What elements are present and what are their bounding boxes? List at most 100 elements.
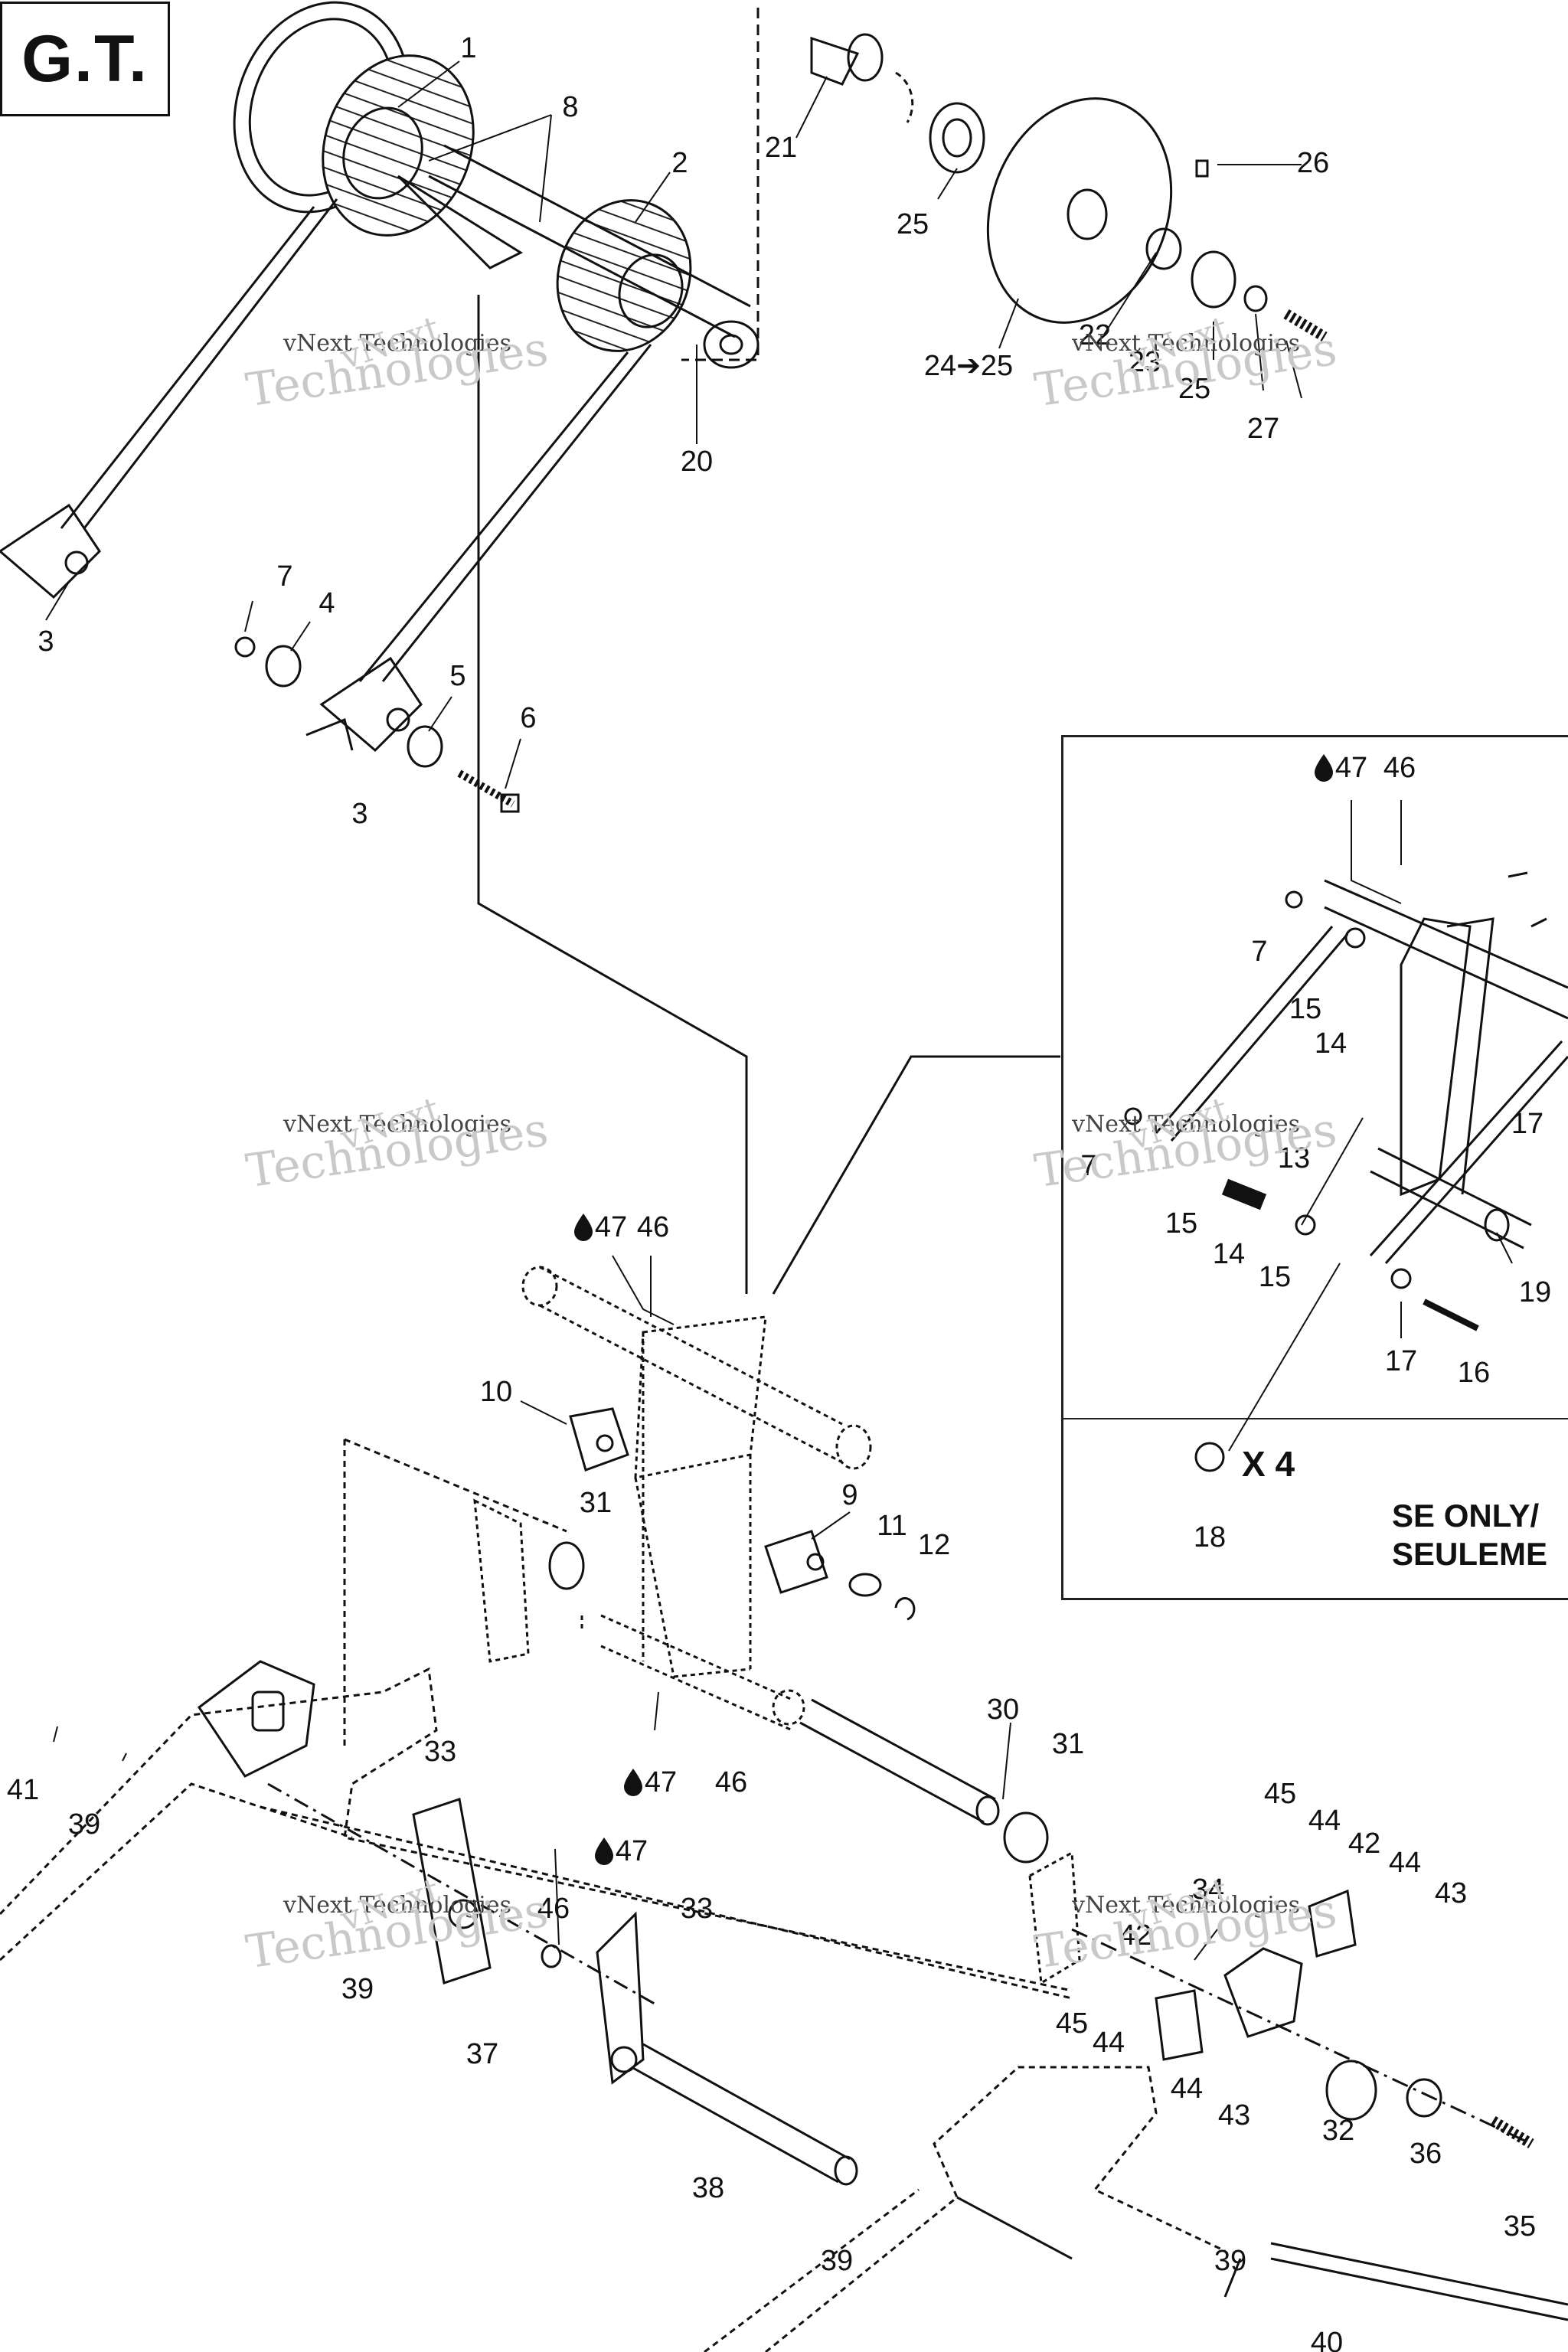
center-swing-arm	[521, 1266, 872, 1732]
callout-c3a: 3	[38, 626, 54, 658]
callout-c34: 34	[1192, 1873, 1224, 1906]
lubricant-drop-icon	[574, 1214, 593, 1241]
lubricant-drop-icon	[1315, 754, 1333, 782]
callout-c16: 16	[1458, 1357, 1490, 1389]
callout-c46c: 46	[715, 1766, 747, 1798]
callout-c39d: 39	[1214, 2245, 1246, 2277]
callout-c41: 41	[7, 1774, 39, 1806]
callout-c4: 4	[318, 587, 335, 619]
callout-c19: 19	[1519, 1276, 1551, 1308]
spring-rods	[0, 198, 652, 753]
callout-c15a: 15	[1289, 993, 1321, 1025]
cross-shaft-38	[631, 2043, 858, 2186]
callout-c5: 5	[449, 660, 466, 692]
callout-c44a: 44	[1308, 1805, 1341, 1837]
callout-c25b: 25	[1178, 373, 1210, 405]
callout-c44c: 44	[1093, 2027, 1125, 2059]
callout-c43b: 43	[1218, 2099, 1250, 2132]
callout-c47c: 47	[645, 1766, 677, 1798]
callout-c9: 9	[841, 1479, 858, 1511]
callout-c35: 35	[1504, 2210, 1536, 2243]
callout-c6: 6	[520, 702, 536, 734]
callout-c13: 13	[1278, 1142, 1310, 1174]
inset-divider	[1061, 1418, 1568, 1419]
callout-c27: 27	[1247, 413, 1279, 445]
se-only-note: SE ONLY/ SEULEME	[1392, 1497, 1547, 1573]
callout-c39b: 39	[341, 1973, 374, 2005]
callout-c25a: 25	[897, 208, 929, 240]
callout-c33b: 33	[681, 1893, 713, 1925]
callout-c33a: 33	[424, 1736, 456, 1768]
callout-c39c: 39	[821, 2245, 853, 2277]
guide-lines	[477, 295, 1060, 1295]
se-only-note-line1: SE ONLY/	[1392, 1498, 1540, 1534]
callout-c44b: 44	[1389, 1847, 1421, 1879]
model-code-label: G.T.	[0, 2, 170, 116]
callout-c23: 23	[1129, 346, 1161, 378]
idler-wheel-right	[681, 8, 1328, 361]
callout-c43a: 43	[1435, 1877, 1467, 1909]
cross-shaft-30	[799, 1698, 1049, 1864]
se-only-note-line2: SEULEME	[1392, 1536, 1548, 1572]
callout-c14b: 14	[1213, 1238, 1245, 1270]
callout-c7a: 7	[276, 560, 292, 593]
spring-2	[556, 199, 692, 352]
callout-c24: 24➔25	[924, 350, 1013, 382]
callout-c15b: 15	[1165, 1207, 1197, 1240]
callout-c21: 21	[765, 132, 797, 164]
lubricant-drop-icon	[624, 1769, 642, 1796]
callout-c44d: 44	[1171, 2073, 1203, 2105]
callout-c7c: 7	[1080, 1150, 1096, 1182]
callout-c42b: 42	[1119, 1919, 1152, 1952]
callout-c2: 2	[671, 147, 688, 179]
callout-c40: 40	[1311, 2327, 1343, 2352]
callout-c20: 20	[681, 446, 713, 478]
axle	[397, 144, 760, 369]
callout-c38: 38	[692, 2172, 724, 2204]
callout-c11: 11	[877, 1510, 906, 1542]
callout-leaders	[45, 60, 1513, 1961]
lubricant-drop-icon	[595, 1838, 613, 1865]
callout-c1: 1	[460, 32, 476, 64]
left-rail-bracket	[197, 1498, 530, 1778]
callout-c14a: 14	[1315, 1027, 1347, 1060]
adjuster-blocks	[548, 1407, 916, 1621]
quantity-label: X 4	[1242, 1444, 1295, 1484]
lower-brackets	[267, 1782, 659, 2085]
se-only-inset-frame	[1061, 735, 1568, 1600]
se-inset-assembly	[1124, 871, 1568, 1472]
callout-c32: 32	[1322, 2115, 1354, 2147]
callout-c22: 22	[1079, 319, 1111, 351]
callout-c46b: 46	[637, 1211, 669, 1243]
callout-c17b: 17	[1385, 1345, 1417, 1377]
spacers-and-bolts	[234, 636, 520, 813]
callout-c46a: 46	[1383, 752, 1416, 784]
callout-c47b: 47	[595, 1211, 627, 1243]
callout-c45a: 45	[1264, 1778, 1296, 1810]
callout-c31b: 31	[1052, 1728, 1084, 1760]
callout-c10: 10	[480, 1376, 512, 1408]
right-frame-rail	[704, 2066, 1226, 2352]
callout-c47d: 47	[616, 1835, 648, 1867]
callout-c17a: 17	[1511, 1108, 1544, 1140]
callout-c36: 36	[1410, 2138, 1442, 2170]
callout-c30: 30	[987, 1694, 1019, 1726]
callout-c26: 26	[1297, 147, 1329, 179]
callout-c47a: 47	[1335, 752, 1367, 784]
callout-c39a: 39	[68, 1808, 100, 1841]
callout-c15c: 15	[1259, 1261, 1291, 1293]
callout-c37: 37	[466, 2038, 498, 2070]
spring-1	[322, 54, 475, 237]
left-frame-rail	[0, 1438, 1073, 2000]
callout-c12: 12	[918, 1529, 950, 1561]
callout-c42a: 42	[1348, 1828, 1380, 1860]
callout-c46d: 46	[537, 1893, 570, 1925]
callout-c3b: 3	[351, 798, 368, 830]
callout-c45b: 45	[1056, 2007, 1088, 2040]
callout-c8: 8	[562, 91, 578, 123]
right-rail-brackets	[956, 1851, 1568, 2321]
callout-c7b: 7	[1251, 936, 1267, 968]
